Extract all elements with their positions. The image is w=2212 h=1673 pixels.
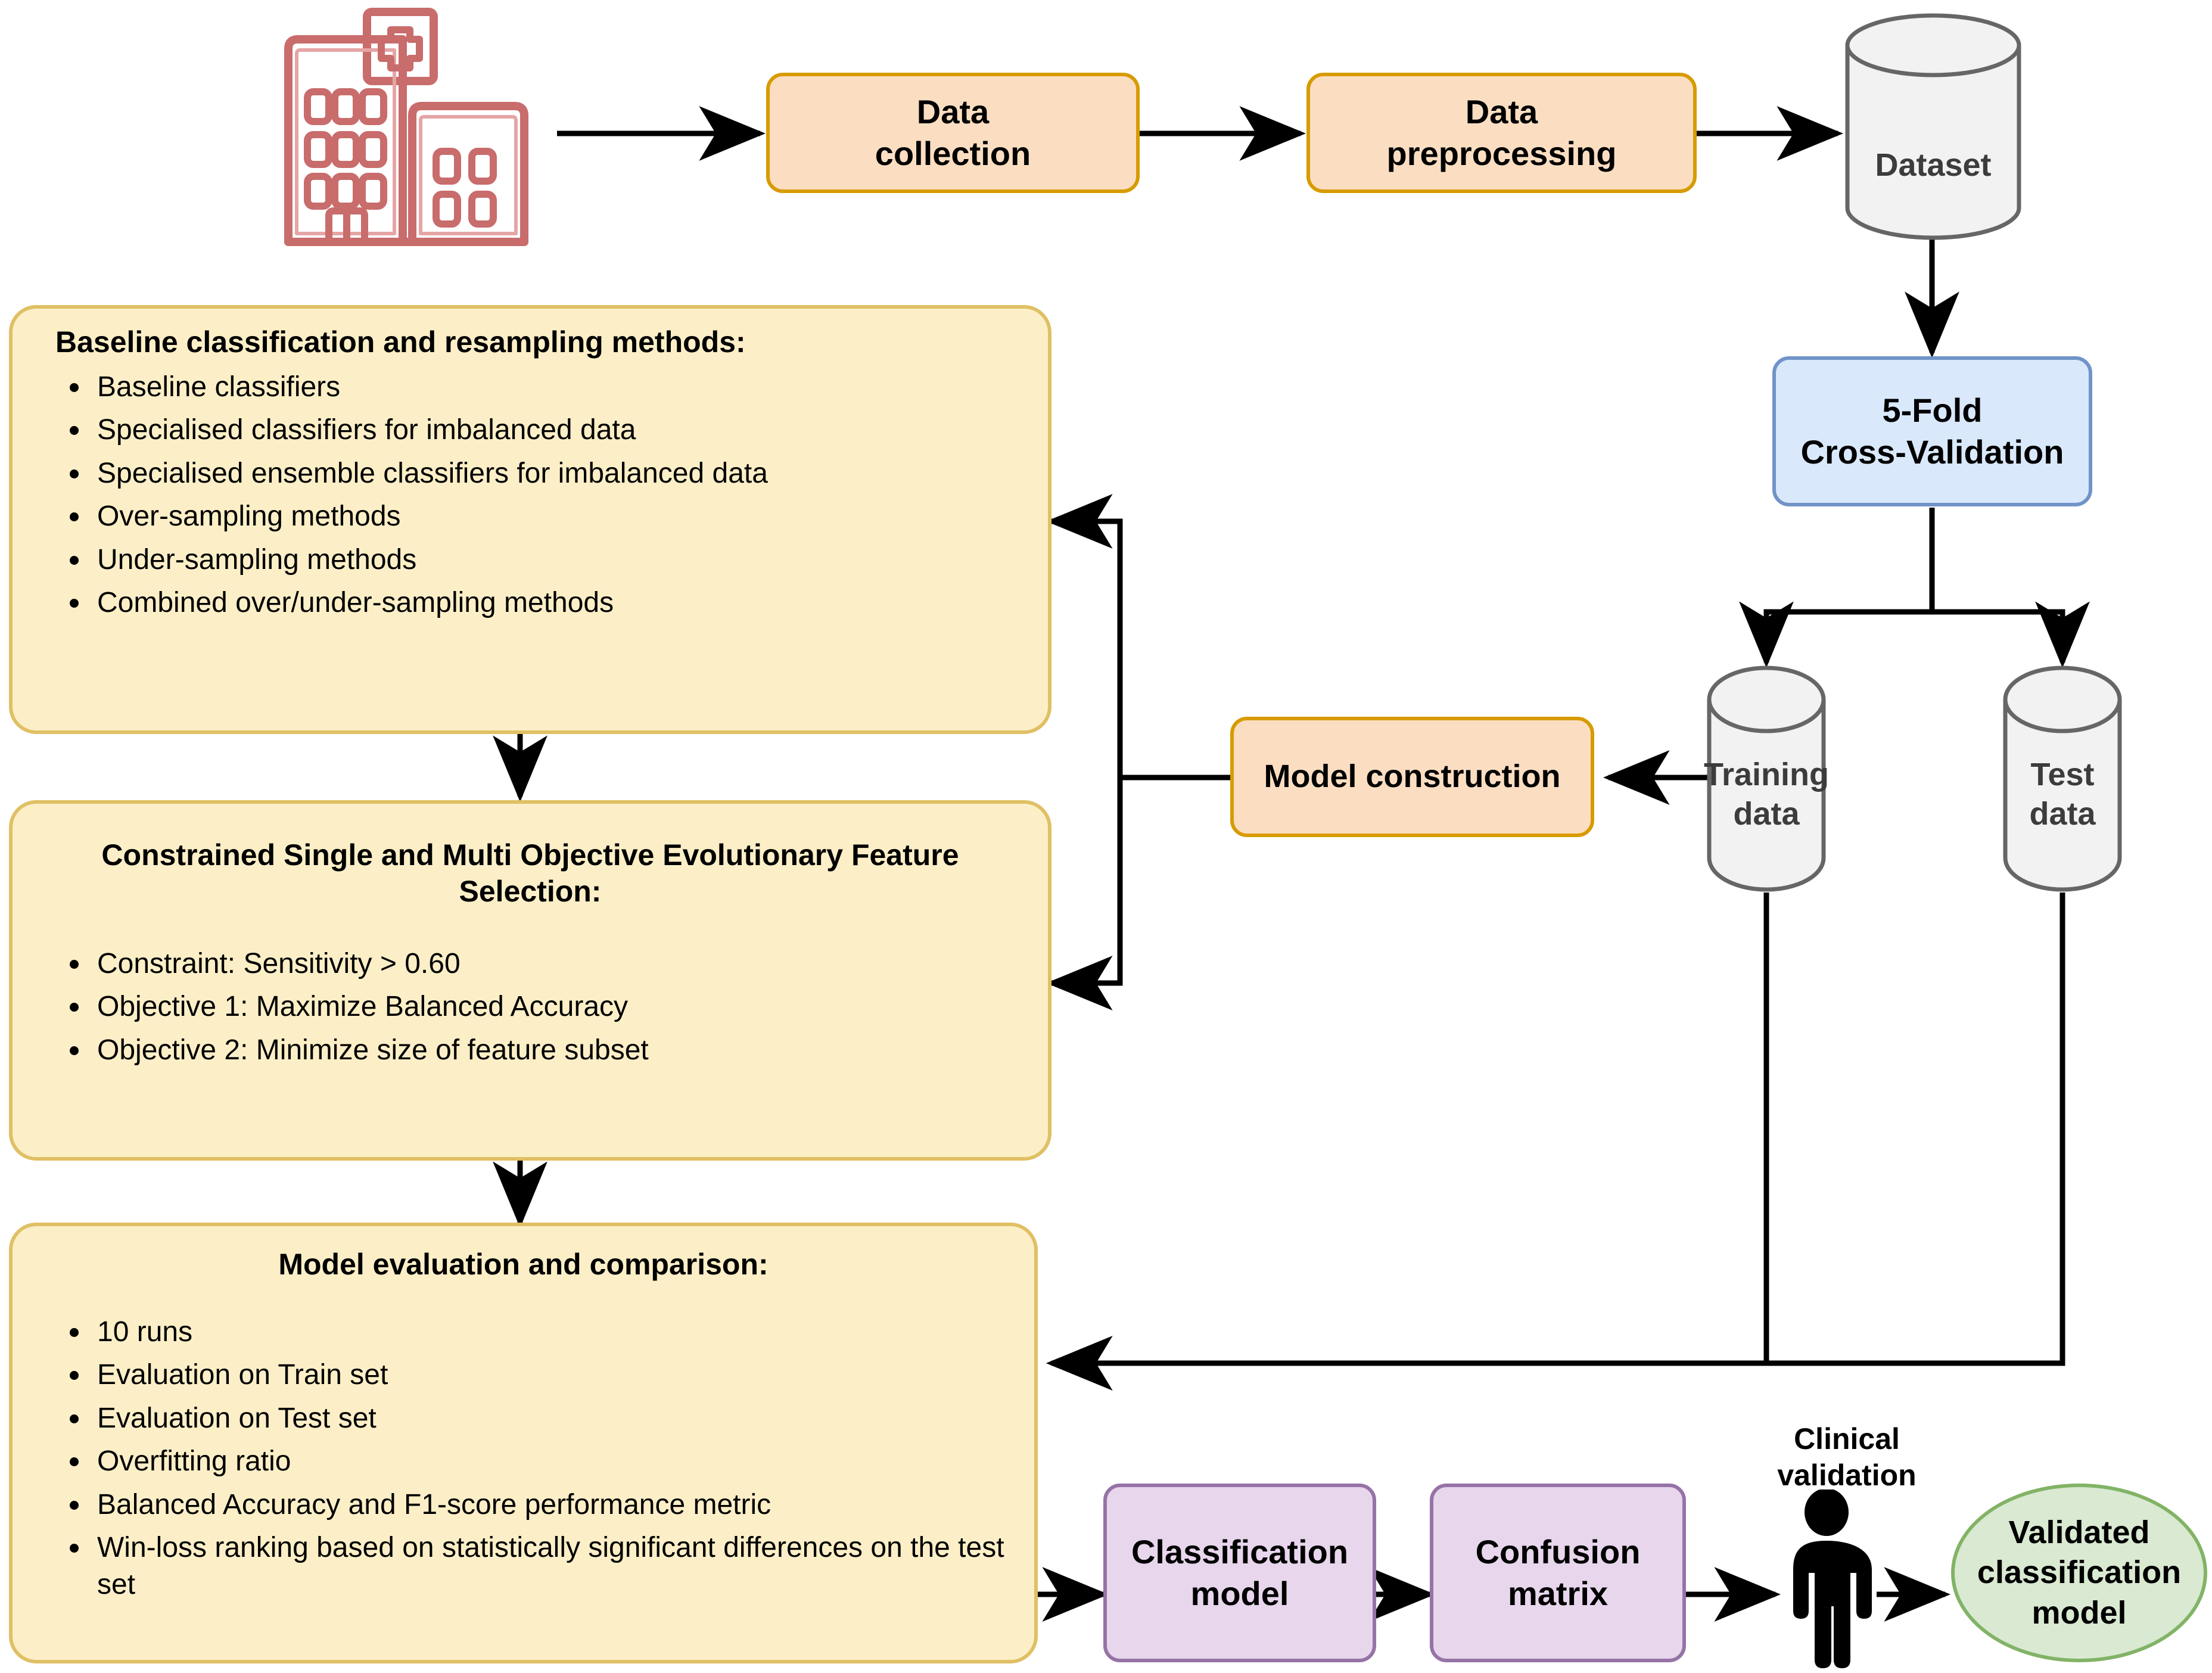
panel-feature-selection-title: Constrained Single and Multi Objective E… [101, 838, 959, 908]
data-collection-line1: Data [916, 93, 990, 130]
list-item: Over-sampling methods [70, 498, 1028, 535]
node-validated-classification-model[interactable]: Validated classification model [1951, 1484, 2207, 1662]
cv-line2: Cross-Validation [1800, 433, 2064, 471]
list-item: 10 runs [70, 1314, 1014, 1351]
list-item: Specialised classifiers for imbalanced d… [70, 412, 1028, 449]
list-item: Combined over/under-sampling methods [70, 584, 1028, 621]
arrow-cv-to-test [1929, 508, 2090, 668]
data-preprocessing-line1: Data [1465, 93, 1538, 130]
list-item: Baseline classifiers [70, 369, 1028, 406]
confusion-matrix-line1: Confusion [1475, 1533, 1641, 1571]
cylinder-training-data-shape [1707, 666, 1826, 892]
list-item: Balanced Accuracy and F1-score performan… [70, 1487, 1014, 1523]
panel-baseline-list: Baseline classifiers Specialised classif… [33, 369, 1028, 627]
list-item: Evaluation on Train set [70, 1357, 1014, 1394]
arrow-test-to-evaluation [1046, 893, 2065, 1391]
data-preprocessing-line2: preprocessing [1386, 135, 1617, 172]
panel-baseline-methods[interactable]: Baseline classification and resampling m… [9, 305, 1051, 734]
confusion-matrix-line2: matrix [1507, 1575, 1609, 1612]
clinical-validation-label: Clinical validation [1710, 1421, 1984, 1494]
panel-evaluation-title: Model evaluation and comparison: [278, 1248, 769, 1281]
node-confusion-matrix[interactable]: Confusion matrix [1430, 1484, 1686, 1662]
node-model-construction[interactable]: Model construction [1230, 717, 1594, 837]
validated-model-line2: classification [1977, 1554, 2182, 1591]
node-cross-validation[interactable]: 5-Fold Cross-Validation [1772, 356, 2092, 506]
panel-evaluation-list: 10 runs Evaluation on Train set Evaluati… [33, 1314, 1014, 1610]
list-item: Win-loss ranking based on statistically … [70, 1529, 1014, 1604]
hospital-building-icon [284, 8, 528, 246]
arrow-model-construction-to-feature-selection [1046, 778, 1123, 1010]
panel-baseline-title: Baseline classification and resampling m… [55, 325, 746, 359]
panel-model-evaluation[interactable]: Model evaluation and comparison: 10 runs… [9, 1223, 1038, 1663]
cv-line1: 5-Fold [1882, 391, 1983, 429]
arrow-model-construction-to-baseline [1046, 494, 1230, 780]
list-item: Evaluation on Test set [70, 1400, 1014, 1437]
list-item: Under-sampling methods [70, 542, 1028, 579]
clinical-validation-line2: validation [1777, 1459, 1917, 1492]
classification-model-line2: model [1190, 1575, 1289, 1612]
clinical-validation-line1: Clinical [1794, 1422, 1900, 1456]
cylinder-dataset-shape [1845, 13, 2021, 240]
node-classification-model[interactable]: Classification model [1103, 1484, 1376, 1662]
list-item: Constraint: Sensitivity > 0.60 [70, 946, 1028, 982]
arrow-cv-to-training [1739, 508, 1935, 668]
cylinder-test-data-shape [2003, 666, 2122, 892]
arrow-training-to-evaluation [1046, 893, 1769, 1391]
panel-feature-selection[interactable]: Constrained Single and Multi Objective E… [9, 800, 1051, 1161]
clinician-person-icon [1793, 1489, 1872, 1668]
node-data-preprocessing[interactable]: Data preprocessing [1306, 73, 1697, 193]
list-item: Specialised ensemble classifiers for imb… [70, 455, 1028, 492]
arrow-group [493, 106, 2090, 1622]
node-data-collection[interactable]: Data collection [766, 73, 1140, 193]
validated-model-line1: Validated [2008, 1514, 2150, 1550]
validated-model-line3: model [2031, 1594, 2127, 1631]
classification-model-line1: Classification [1131, 1533, 1349, 1571]
list-item: Overfitting ratio [70, 1443, 1014, 1480]
list-item: Objective 1: Maximize Balanced Accuracy [70, 988, 1028, 1025]
list-item: Objective 2: Minimize size of feature su… [70, 1032, 1028, 1069]
panel-feature-selection-list: Constraint: Sensitivity > 0.60 Objective… [33, 946, 1028, 1075]
model-construction-label: Model construction [1264, 758, 1561, 795]
data-collection-line2: collection [875, 135, 1031, 172]
